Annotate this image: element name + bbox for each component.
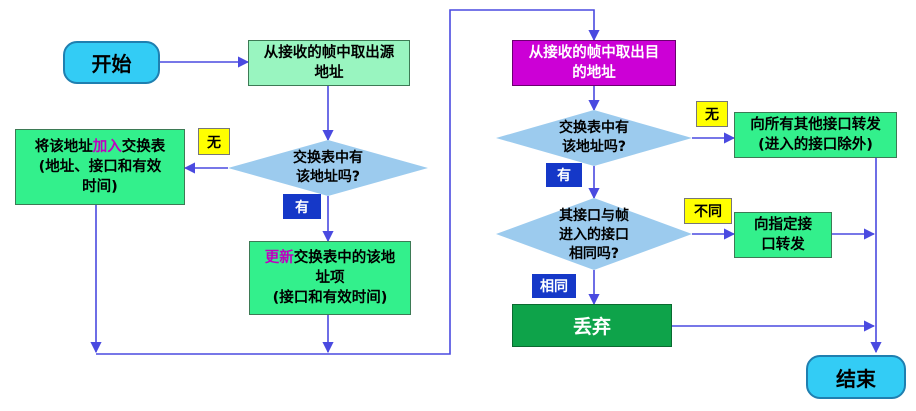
flood-node: 向所有其他接口转发 (进入的接口除外): [734, 112, 897, 158]
add-entry-line2: (地址、接口和有效: [38, 159, 162, 175]
decision-check-dst-shape: [496, 110, 692, 166]
extract-source-line2: 地址: [314, 65, 344, 81]
label-no-src: 无: [198, 128, 230, 155]
extract-destination-line1: 从接收的帧中取出目: [528, 45, 660, 61]
decision-check-src-shape: [228, 140, 428, 196]
forward-node: 向指定接 口转发: [734, 212, 832, 258]
end-node: 结束: [806, 355, 906, 399]
label-yes-dst: 有: [546, 163, 582, 187]
decision-check-port: 其接口与帧 进入的接口 相同吗?: [559, 207, 629, 262]
flood-line2: (进入的接口除外): [758, 137, 873, 153]
extract-destination-line2: 的地址: [572, 65, 616, 81]
discard-label: 丢弃: [572, 316, 611, 338]
label-same: 相同: [532, 274, 576, 298]
flood-line1: 向所有其他接口转发: [750, 117, 881, 133]
arrow-merge-to-extract-dst: [96, 9, 600, 355]
update-entry-line1: 更新交换表中的该地: [264, 250, 396, 266]
decision-check-port-shape: [496, 198, 692, 270]
update-entry-node: 更新交换表中的该地 址项 (接口和有效时间): [249, 241, 411, 315]
update-entry-line2: 址项: [315, 270, 345, 286]
add-entry-node: 将该地址加入交换表 (地址、接口和有效 时间): [15, 129, 185, 205]
decision-check-dst: 交换表中有 该地址吗?: [559, 120, 629, 155]
label-no-dst: 无: [696, 101, 728, 127]
start-label: 开始: [91, 52, 132, 76]
decision-check-src: 交换表中有 该地址吗?: [293, 150, 363, 185]
extract-source-line1: 从接收的帧中取出源: [263, 45, 395, 61]
start-node: 开始: [63, 41, 160, 84]
extract-source-node: 从接收的帧中取出源 地址: [248, 40, 410, 86]
extract-destination-node: 从接收的帧中取出目 的地址: [512, 40, 676, 86]
forward-line1: 向指定接: [754, 217, 812, 233]
label-yes-src: 有: [283, 194, 321, 219]
add-entry-line3: 时间): [82, 179, 118, 195]
discard-node: 丢弃: [512, 304, 672, 347]
update-entry-line3: (接口和有效时间): [272, 290, 388, 306]
add-entry-line1: 将该地址加入交换表: [34, 139, 166, 155]
label-different: 不同: [684, 198, 732, 224]
end-label: 结束: [836, 366, 876, 391]
forward-line2: 口转发: [761, 237, 805, 253]
